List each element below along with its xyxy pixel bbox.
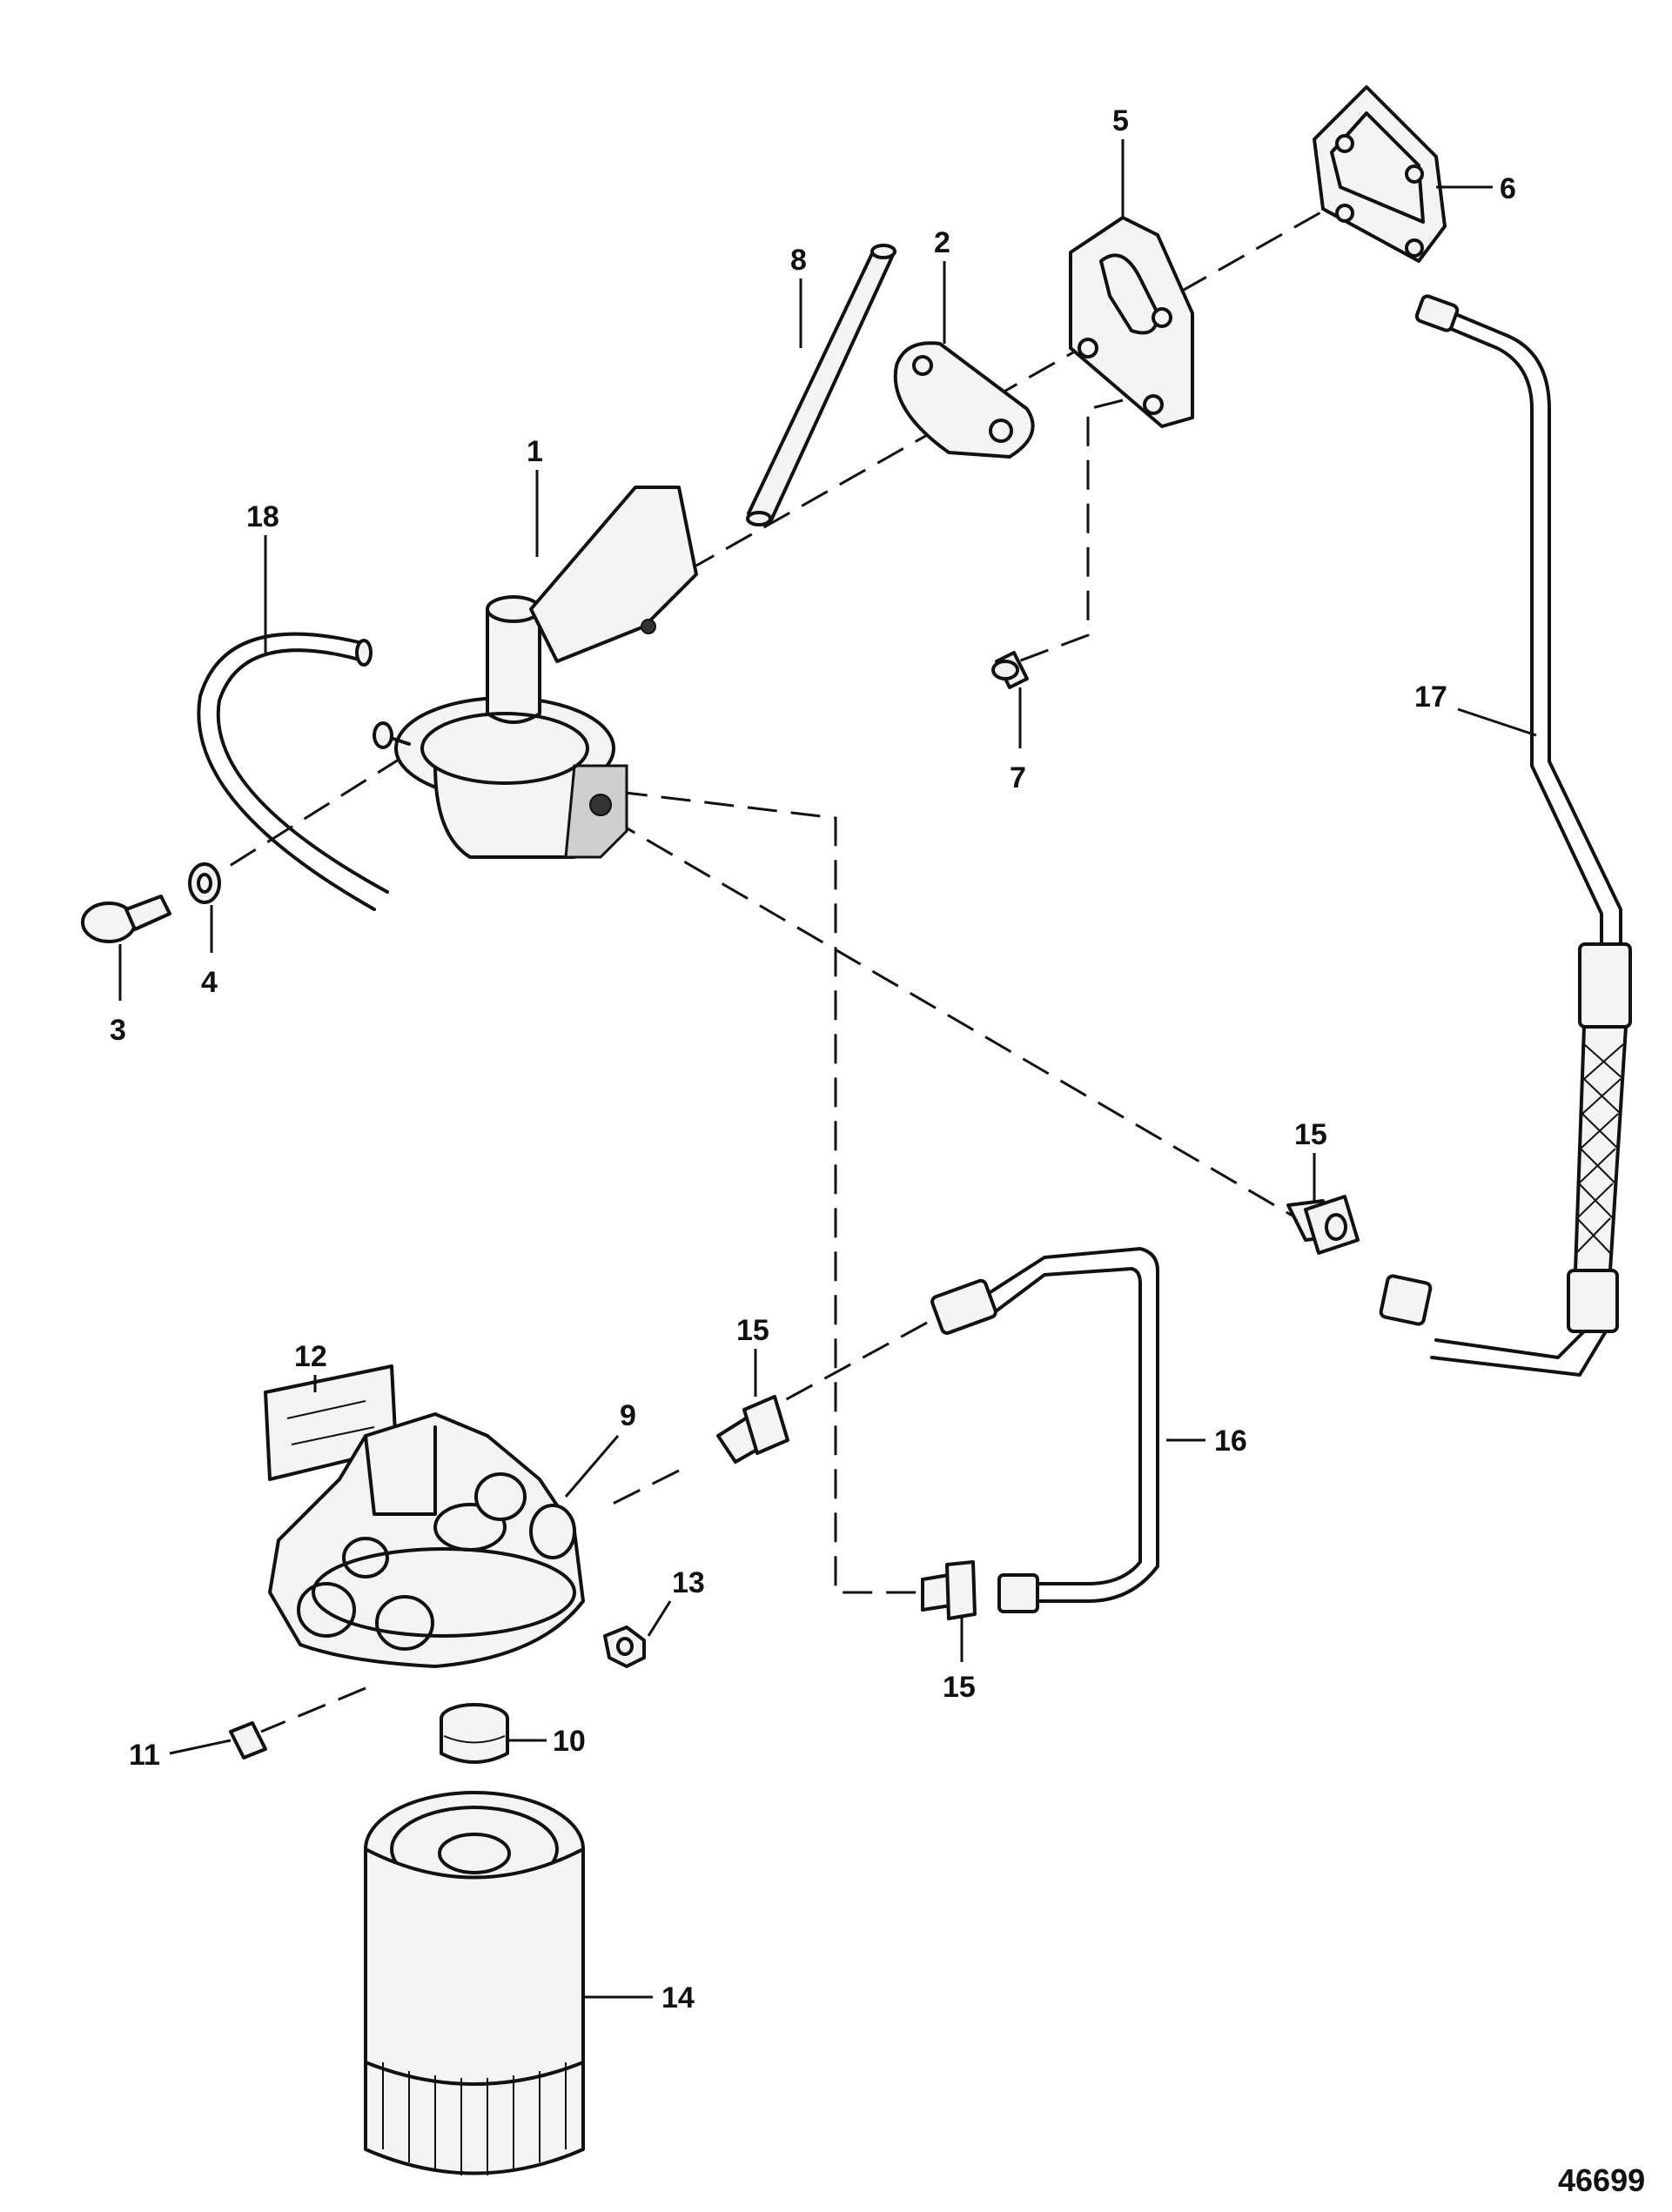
callout-5: 5 — [1112, 104, 1129, 137]
fitting-middle — [716, 1395, 789, 1464]
tube — [746, 244, 896, 526]
callout-9: 9 — [620, 1399, 636, 1432]
callout-7: 7 — [1010, 761, 1026, 794]
nut — [603, 1625, 646, 1668]
callout-15-lower: 15 — [943, 1671, 976, 1704]
callout-12: 12 — [294, 1340, 327, 1373]
callout-6: 6 — [1500, 172, 1516, 205]
callout-2: 2 — [934, 226, 950, 259]
callout-17: 17 — [1414, 680, 1447, 714]
figure-number: 46699 — [1558, 2162, 1645, 2198]
callout-8: 8 — [790, 244, 807, 277]
callout-3: 3 — [110, 1014, 126, 1047]
callout-15-upper: 15 — [1294, 1118, 1327, 1151]
washer — [188, 862, 221, 904]
callout-10: 10 — [553, 1725, 586, 1758]
callout-16: 16 — [1214, 1424, 1247, 1458]
plug — [229, 1721, 267, 1760]
fitting-upper — [1286, 1195, 1360, 1255]
fuel-line-braided — [1379, 294, 1632, 1377]
bolt — [81, 895, 171, 943]
bent-tube — [930, 1247, 1159, 1613]
fitting-lower — [921, 1560, 977, 1620]
filter-head — [268, 1412, 585, 1668]
fuel-pump — [373, 486, 698, 859]
filter-canister — [364, 1791, 585, 2175]
small-screw — [991, 651, 1029, 689]
gasket — [893, 341, 1035, 459]
callout-15-middle: 15 — [736, 1314, 769, 1347]
threaded-nipple — [440, 1703, 509, 1764]
callout-14: 14 — [661, 1981, 695, 2014]
callout-11: 11 — [129, 1739, 160, 1772]
cover-plate — [1313, 85, 1447, 263]
callout-1: 1 — [527, 435, 543, 468]
callout-labels: 1 2 3 4 5 6 7 8 9 10 11 12 13 14 15 15 1… — [110, 104, 1516, 2014]
callout-18: 18 — [246, 500, 279, 533]
leader-lines — [118, 139, 1537, 1999]
vent-hose — [197, 632, 389, 911]
callout-13: 13 — [672, 1566, 705, 1599]
callout-4: 4 — [201, 966, 218, 999]
adapter-plate — [1069, 216, 1194, 428]
